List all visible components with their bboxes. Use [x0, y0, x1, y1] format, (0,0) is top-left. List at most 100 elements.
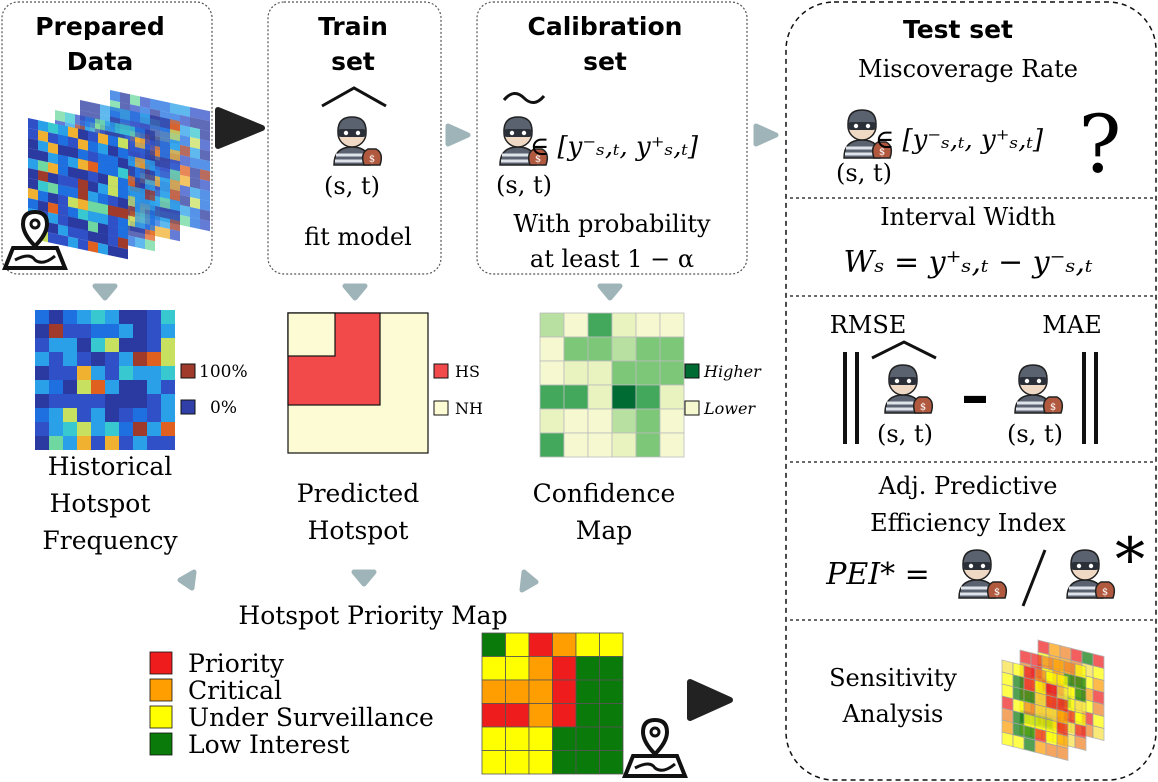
map-pin-icon: [623, 718, 687, 778]
heatmap-cell: [147, 324, 161, 338]
layer-cell: [68, 126, 78, 139]
heatmap-cell: [161, 436, 175, 450]
layer-cell: [190, 197, 200, 210]
layer-cell: [118, 187, 128, 200]
confidence-map: [539, 312, 685, 458]
layer-cell: [90, 102, 100, 115]
priority-legend-label: Critical: [188, 676, 282, 705]
layer-cell: [108, 225, 118, 238]
heatmap-cell: [91, 408, 105, 422]
layer-cell: [108, 205, 118, 218]
heatmap-cell: [63, 324, 77, 338]
layer-cell: [200, 129, 210, 142]
layer-cell: [48, 192, 58, 205]
pei-label-1: Adj. Predictive: [878, 472, 1058, 500]
rmse-st: (s, t): [877, 420, 933, 448]
miscoverage-st: (s, t): [836, 159, 892, 187]
layer-cell: [118, 147, 128, 160]
sensitivity-stack: [1001, 639, 1105, 761]
layer-cell: [170, 119, 180, 132]
layer-cell: [170, 129, 180, 142]
confidence-cell: [539, 360, 565, 386]
heatmap-cell: [35, 408, 49, 422]
heatmap-cell: [49, 324, 63, 338]
mae-label: MAE: [1042, 311, 1101, 339]
layer-cell: [108, 185, 118, 198]
layer-cell: [98, 222, 108, 236]
calib-interval: ∈ [y⁻ₛ,ₜ, y⁺ₛ,ₜ]: [530, 132, 699, 162]
heatmap-cell: [133, 422, 147, 436]
layer-cell: [135, 187, 145, 200]
heatmap-cell: [105, 394, 119, 408]
layer-cell: [58, 194, 68, 207]
heatmap-cell: [147, 366, 161, 380]
heatmap-cell: [91, 310, 105, 324]
layer-cell: [48, 122, 58, 135]
layer-cell: [135, 227, 145, 240]
priority-cell: [528, 632, 553, 657]
calib-title-2: set: [583, 47, 627, 76]
layer-cell: [75, 114, 85, 127]
calibration-set-box: [476, 1, 748, 275]
layer-cell: [145, 219, 155, 232]
layer-cell: [48, 132, 58, 145]
heatmap-cell: [161, 324, 175, 338]
heatmap-cell: [77, 338, 91, 352]
heatmap-cell: [119, 436, 133, 450]
layer-cell: [160, 227, 170, 240]
layer-cell: [68, 176, 78, 189]
heatmap-cell: [77, 324, 91, 338]
rmse-label: RMSE: [830, 311, 907, 339]
layer-cell: [88, 160, 98, 173]
layer-cell: [85, 116, 95, 129]
layer-cell: [150, 114, 160, 128]
heatmap-cell: [161, 380, 175, 394]
heatmap-cell: [105, 352, 119, 366]
confidence-cell: [587, 336, 613, 362]
heatmap-cell: [77, 436, 91, 450]
heatmap-cell: [91, 394, 105, 408]
layer-cell: [118, 177, 128, 190]
heatmap-cell: [77, 352, 91, 366]
layer-cell: [78, 218, 88, 231]
layer-cell: [108, 175, 118, 188]
heatmap-cell: [105, 436, 119, 450]
norm-bars: [843, 352, 1098, 444]
legend-swatch: [180, 399, 196, 415]
layer-cell: [145, 189, 155, 202]
heatmap-cell: [49, 408, 63, 422]
layer-cell: [68, 236, 78, 249]
layer-cell: [78, 138, 88, 151]
heatmap-cell: [119, 422, 133, 436]
layer-cell: [108, 155, 118, 168]
prepared-title-1: Prepared: [35, 12, 165, 41]
priority-legend-label: Under Surveillance: [188, 703, 434, 732]
layer-cell: [200, 189, 210, 202]
layer-cell: [200, 159, 210, 172]
layer-cell: [135, 197, 145, 210]
layer-cell: [88, 220, 98, 233]
heatmap-cell: [161, 408, 175, 422]
layer-cell: [190, 117, 200, 130]
sensitivity-cell: [1092, 725, 1105, 741]
layer-cell: [58, 144, 68, 157]
layer-cell: [38, 160, 48, 173]
confidence-cell: [563, 408, 589, 434]
confidence-cell: [635, 360, 661, 386]
layer-cell: [125, 124, 135, 138]
arrow-icon: [342, 283, 368, 301]
heatmap-cell: [147, 408, 161, 422]
layer-cell: [200, 219, 210, 232]
heatmap-cell: [49, 422, 63, 436]
layer-cell: [58, 224, 68, 237]
heatmap-cell: [35, 310, 49, 324]
heatmap-cell: [49, 380, 63, 394]
layer-cell: [120, 92, 130, 105]
legend-swatch: [149, 732, 173, 756]
legend-swatch: [149, 705, 173, 729]
layer-cell: [170, 209, 180, 222]
layer-cell: [98, 172, 108, 186]
layer-cell: [160, 117, 170, 130]
priority-cell: [599, 656, 624, 681]
legend-swatch: [433, 363, 449, 379]
